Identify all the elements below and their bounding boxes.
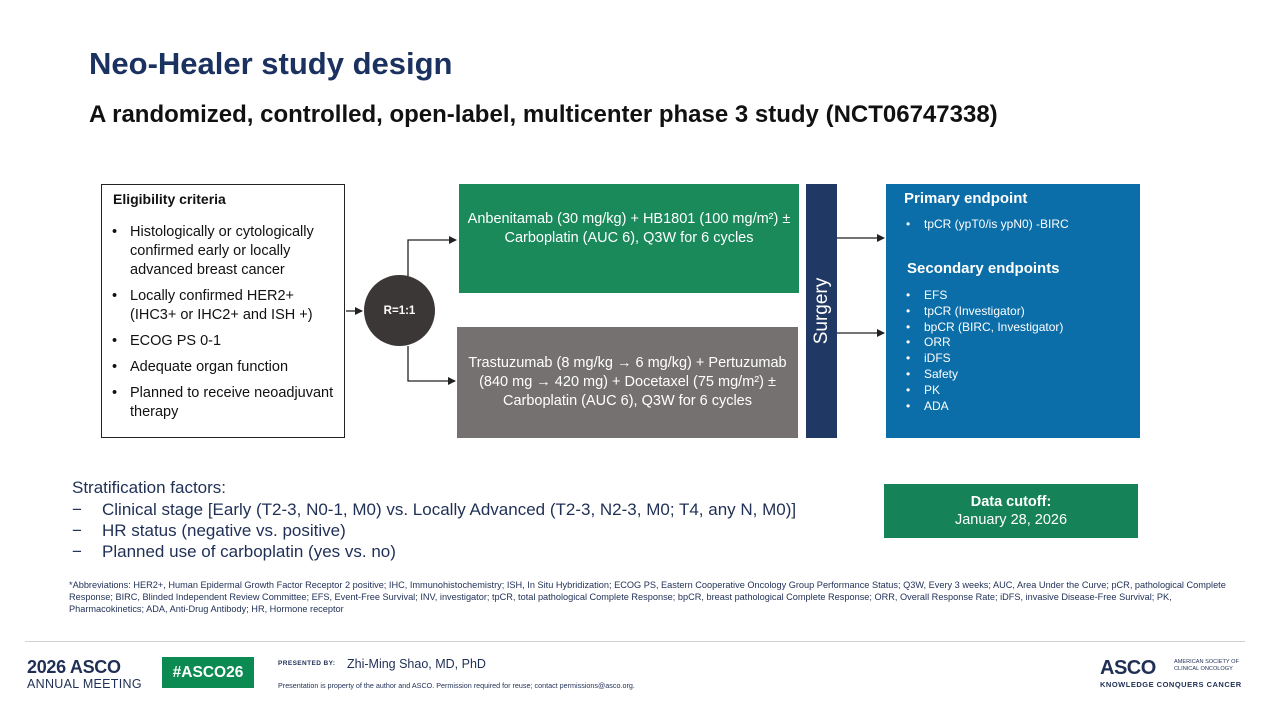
secondary-endpoint-item: iDFS	[906, 351, 1063, 367]
secondary-endpoints-title: Secondary endpoints	[907, 260, 1060, 277]
reuse-disclaimer: Presentation is property of the author a…	[278, 681, 635, 690]
eligibility-criteria-box: Eligibility criteria Histologically or c…	[101, 184, 345, 438]
treatment-arm-anbenitamab: Anbenitamab (30 mg/kg) + HB1801 (100 mg/…	[459, 184, 799, 293]
secondary-endpoint-item: PK	[906, 383, 1063, 399]
data-cutoff-date: January 28, 2026	[954, 512, 1068, 528]
footer-divider	[25, 641, 1245, 642]
data-cutoff-box: Data cutoff: January 28, 2026	[884, 484, 1138, 538]
secondary-endpoint-item: ADA	[906, 399, 1063, 415]
secondary-endpoint-item: bpCR (BIRC, Investigator)	[906, 320, 1063, 336]
eligibility-list: Histologically or cytologically confirme…	[112, 223, 340, 429]
eligibility-item: ECOG PS 0-1	[112, 332, 340, 351]
hashtag-badge: #ASCO26	[162, 657, 254, 688]
stratification-title: Stratification factors:	[72, 478, 227, 497]
secondary-endpoint-item: ORR	[906, 335, 1063, 351]
arm-b-text: Trastuzumab (8 mg/kg → 6 mg/kg) + Pertuz…	[468, 355, 787, 409]
arm-a-text: Anbenitamab (30 mg/kg) + HB1801 (100 mg/…	[467, 211, 791, 246]
stratification-item: HR status (negative vs. positive)	[72, 520, 796, 541]
surgery-bar: Surgery	[806, 184, 837, 438]
abbreviations-footnote: *Abbreviations: HER2+, Human Epidermal G…	[69, 580, 1226, 614]
society-tagline: KNOWLEDGE CONQUERS CANCER	[1100, 680, 1242, 689]
secondary-endpoint-item: EFS	[906, 288, 1063, 304]
surgery-label: Surgery	[810, 277, 832, 345]
data-cutoff-label: Data cutoff:	[970, 494, 1052, 510]
primary-endpoint-title: Primary endpoint	[904, 190, 1028, 207]
meeting-name: ANNUAL MEETING	[27, 677, 142, 691]
page-title: Neo-Healer study design	[89, 46, 453, 81]
endpoints-box: Primary endpoint tpCR (ypT0/is ypN0) -BI…	[886, 184, 1140, 438]
stratification-item: Planned use of carboplatin (yes vs. no)	[72, 541, 796, 562]
primary-endpoint-item: tpCR (ypT0/is ypN0) -BIRC	[906, 217, 1069, 233]
meeting-year-brand: 2026 ASCO	[27, 657, 121, 677]
eligibility-item: Adequate organ function	[112, 358, 340, 377]
secondary-endpoint-item: tpCR (Investigator)	[906, 304, 1063, 320]
treatment-arm-trastuzumab: Trastuzumab (8 mg/kg → 6 mg/kg) + Pertuz…	[457, 327, 798, 438]
arrow-randomization-to-arm-b	[407, 346, 456, 385]
secondary-endpoints-list: EFS tpCR (Investigator) bpCR (BIRC, Inve…	[906, 288, 1063, 414]
presenter-name: Zhi-Ming Shao, MD, PhD	[347, 657, 486, 671]
arrow-randomization-to-arm-a	[407, 236, 457, 276]
eligibility-item: Locally confirmed HER2+ (IHC3+ or IHC2+ …	[112, 287, 340, 325]
eligibility-title: Eligibility criteria	[113, 191, 226, 207]
eligibility-item: Planned to receive neoadjuvant therapy	[112, 384, 340, 422]
asco-society-logo: ASCO	[1100, 657, 1156, 679]
primary-endpoint-list: tpCR (ypT0/is ypN0) -BIRC	[906, 217, 1069, 233]
asco-annual-meeting-logo: 2026 ASCO	[27, 657, 121, 678]
society-name: AMERICAN SOCIETY OF CLINICAL ONCOLOGY	[1174, 659, 1239, 672]
stratification-item: Clinical stage [Early (T2-3, N0-1, M0) v…	[72, 499, 796, 520]
eligibility-item: Histologically or cytologically confirme…	[112, 223, 340, 280]
randomization-node: R=1:1	[364, 275, 435, 346]
secondary-endpoint-item: Safety	[906, 367, 1063, 383]
page-subtitle: A randomized, controlled, open-label, mu…	[89, 101, 998, 128]
stratification-list: Clinical stage [Early (T2-3, N0-1, M0) v…	[72, 499, 796, 562]
presented-by-label: PRESENTED BY:	[278, 660, 336, 667]
